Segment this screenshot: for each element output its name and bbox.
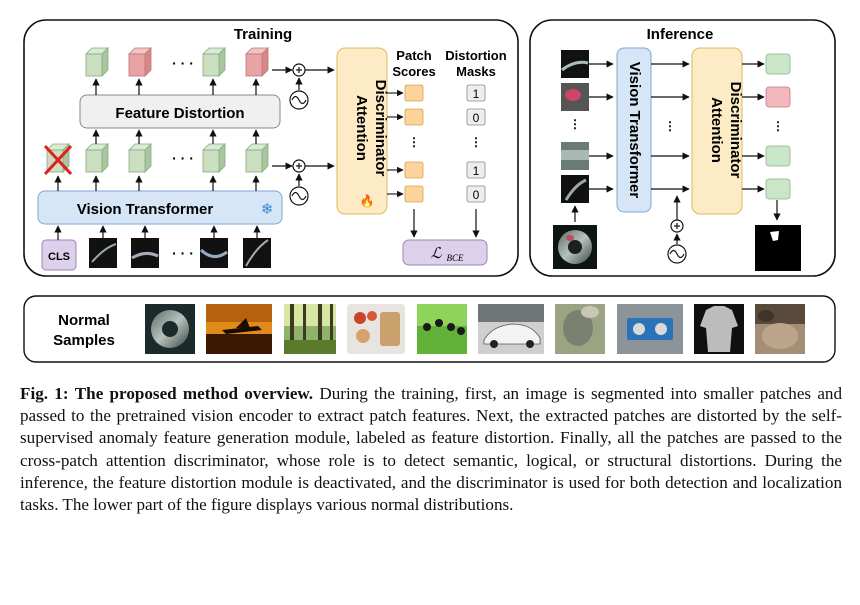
inference-discriminator-box: Attention Discriminator (691, 47, 744, 215)
mask-value: 1 (473, 164, 480, 178)
thumbnail-green-bells (417, 304, 467, 354)
inference-vit-box: Vision Transformer (616, 47, 652, 213)
patch-feature-cubes: · · · (43, 143, 269, 176)
image-patch (89, 238, 117, 268)
distortion-masks: Distortion Masks 1 0 ⋮ 1 0 (445, 48, 507, 203)
thumbnail-bolt-nut (145, 304, 195, 354)
inference-panel: Inference ⋮ Vision Transformer (529, 19, 836, 277)
cls-label: CLS (48, 251, 70, 263)
svg-text:⋮: ⋮ (408, 135, 420, 149)
frozen-snowflake-icon: ❄ (261, 201, 274, 218)
thumbnail-grey-animal (555, 304, 605, 354)
anomaly-map (755, 225, 801, 271)
discriminator-label-1: Attention (353, 95, 370, 161)
caption-label: Fig. 1: (20, 384, 69, 403)
distorted-cube (128, 47, 152, 77)
inference-positional-encoding (667, 195, 687, 264)
mask-value: 1 (473, 87, 480, 101)
image-patch (243, 238, 271, 268)
feature-cube (202, 143, 226, 173)
inference-discriminator-label-1: Attention (708, 97, 725, 163)
cls-token: CLS (41, 239, 77, 271)
ellipsis: · · · (172, 55, 194, 71)
ellipsis: · · · (172, 150, 194, 166)
svg-text:⋮: ⋮ (772, 119, 784, 133)
inference-discriminator-label-2: Discriminator (727, 82, 744, 179)
svg-text:⋮: ⋮ (664, 119, 676, 133)
image-patch (561, 175, 589, 203)
score-cell (404, 84, 424, 102)
cls-cube-discarded (43, 143, 73, 176)
svg-text:⋮: ⋮ (470, 135, 482, 149)
normal-samples-label-2: Samples (53, 332, 115, 349)
feature-cube (245, 143, 269, 173)
feature-cube (85, 143, 109, 173)
thumbnail-circuit-board (617, 304, 683, 354)
patch-scores-label-2: Scores (392, 64, 435, 79)
anomalous-patch (561, 83, 589, 111)
input-image (553, 225, 597, 269)
thumbnail-forest (284, 304, 336, 354)
positional-encoding-bottom (272, 159, 335, 206)
score-cell (404, 161, 424, 179)
normal-score (765, 145, 791, 167)
mask-value: 0 (473, 111, 480, 125)
training-panel: Training · · · (23, 19, 519, 277)
figure-caption: Fig. 1: The proposed method overview. Du… (20, 383, 842, 516)
thumbnail-white-car (478, 304, 544, 354)
feature-cube (202, 47, 226, 77)
caption-title: The proposed method overview. (74, 384, 314, 403)
thumbnail-food-tray (347, 304, 405, 354)
thumbnail-shirt (694, 304, 744, 354)
image-patch (561, 50, 589, 78)
vision-transformer-box: Vision Transformer ❄ (37, 190, 283, 225)
distortion-masks-label-1: Distortion (445, 48, 506, 63)
loss-label: BCE (447, 253, 465, 263)
patch-scores-label-1: Patch (396, 48, 431, 63)
score-cell (404, 108, 424, 126)
feature-distortion-box: Feature Distortion (79, 94, 281, 129)
patch-scores: Patch Scores ⋮ (387, 48, 436, 203)
method-overview-figure: Training · · · (23, 19, 836, 363)
distorted-feature-cubes: · · · (85, 47, 269, 77)
inference-scores: ⋮ (765, 53, 791, 200)
svg-text:⋮: ⋮ (569, 117, 581, 131)
thumbnail-sunset-aircraft (206, 304, 272, 354)
inference-title: Inference (647, 26, 714, 43)
feature-cube (85, 47, 109, 77)
distorted-cube (245, 47, 269, 77)
vision-transformer-label: Vision Transformer (77, 201, 214, 218)
normal-samples-strip: Normal Samples (23, 295, 836, 363)
normal-score (765, 178, 791, 200)
feature-cube (128, 143, 152, 173)
image-patch (561, 142, 589, 170)
distortion-masks-label-2: Masks (456, 64, 496, 79)
flame-icon: 🔥 (360, 194, 375, 208)
mask-value: 0 (473, 188, 480, 202)
attention-discriminator-box: Attention Discriminator 🔥 (336, 47, 389, 215)
image-patch (131, 238, 159, 268)
normal-score (765, 53, 791, 75)
discriminator-label-2: Discriminator (372, 80, 389, 177)
caption-text: During the training, first, an image is … (20, 384, 842, 515)
feature-distortion-label: Feature Distortion (115, 105, 244, 122)
input-patches: ⋮ (561, 50, 589, 203)
image-patch (199, 238, 228, 268)
normal-samples-label-1: Normal (58, 312, 110, 329)
thumbnail-cat (755, 304, 805, 354)
image-patches: · · · (89, 238, 271, 268)
svg-text:ℒ: ℒ (431, 246, 443, 262)
training-title: Training (234, 26, 292, 43)
anomaly-score (765, 86, 791, 108)
ellipsis: · · · (172, 245, 194, 261)
positional-encoding-top (272, 63, 335, 110)
score-cell (404, 185, 424, 203)
inference-vit-label: Vision Transformer (626, 62, 643, 199)
bce-loss-box: ℒ BCE (402, 239, 488, 266)
